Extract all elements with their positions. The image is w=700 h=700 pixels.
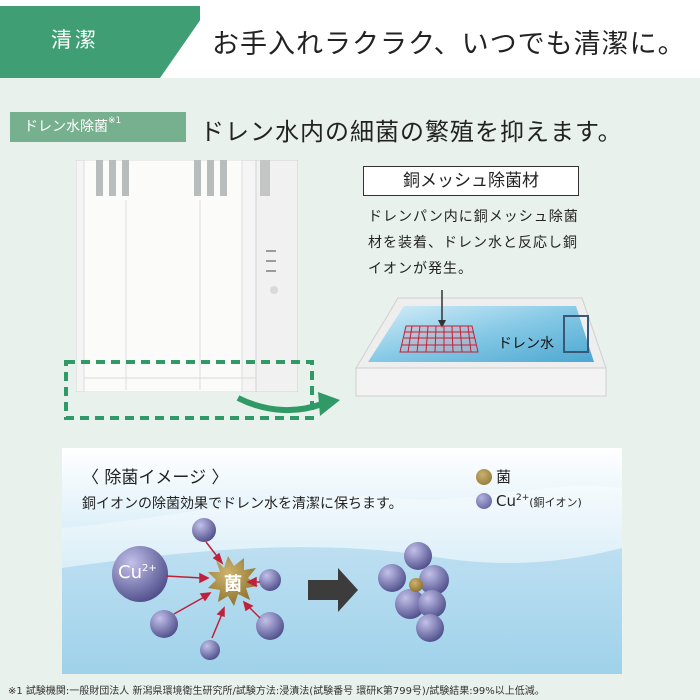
feature-badge-label: ドレン水除菌 (24, 119, 108, 135)
panel-title: 〈 除菌イメージ 〉 (82, 468, 229, 488)
copper-ion (259, 569, 281, 591)
air-conditioner-illustration (76, 160, 298, 392)
germ-cell (208, 556, 258, 606)
copper-ion-large (112, 546, 168, 602)
panel-description: 銅イオンの除菌効果でドレン水を清潔に保ちます。 (82, 496, 403, 512)
right-arrow-icon (308, 568, 358, 612)
legend-germ: 菌 (476, 466, 511, 487)
copper-mesh-description: ドレンパン内に銅メッシュ除菌 材を装着、ドレン水と反応し銅 イオンが発生。 (368, 204, 628, 282)
feature-badge: ドレン水除菌※1 (10, 112, 186, 142)
copper-ion (200, 640, 220, 660)
cu-big-label: Cu (118, 562, 142, 583)
copper-mesh-tray-illustration (355, 290, 607, 397)
mesh-desc-line: ドレンパン内に銅メッシュ除菌 (368, 209, 579, 225)
copper-mesh (399, 325, 479, 353)
header-tag (0, 6, 200, 78)
copper-ion (418, 590, 446, 618)
germ-cell-small (409, 578, 423, 592)
mesh-desc-line: イオンが発生。 (368, 261, 473, 277)
footnote: ※1 試験機関:一般財団法人 新潟県環境衛生研究所/試験方法:浸漬法(試験番号 … (8, 686, 545, 697)
curved-arrow-icon (236, 395, 324, 413)
feature-badge-note: ※1 (108, 116, 122, 126)
legend-germ-label: 菌 (496, 468, 512, 486)
legend-cu-label: Cu (496, 492, 516, 510)
page-title: お手入れラクラク、いつでも清潔に。 (212, 29, 686, 60)
copper-ion-large-label: Cu2+ (118, 562, 157, 583)
cu-big-sup: 2+ (141, 563, 157, 574)
copper-ion-icon (476, 493, 492, 509)
feature-title: ドレン水内の細菌の繁殖を抑えます。 (200, 118, 623, 146)
sterilization-image-panel: 〈 除菌イメージ 〉 銅イオンの除菌効果でドレン水を清潔に保ちます。 菌 Cu2… (62, 448, 622, 674)
legend-copper-ion: Cu2+(銅イオン) (476, 492, 582, 510)
mesh-desc-line: 材を装着、ドレン水と反応し銅 (368, 235, 578, 251)
legend-cu-sup: 2+ (515, 493, 530, 503)
germ-center-label: 菌 (224, 574, 242, 595)
copper-mesh-label-box: 銅メッシュ除菌材 (363, 166, 579, 196)
copper-ion (416, 614, 444, 642)
germ-icon (476, 469, 492, 485)
legend-cu-note: (銅イオン) (529, 496, 582, 509)
copper-ion (150, 610, 178, 638)
sterilization-diagram (112, 518, 449, 660)
drain-water-label: ドレン水 (498, 336, 554, 352)
copper-ion (256, 612, 284, 640)
copper-ion (378, 564, 406, 592)
copper-ion (419, 565, 449, 595)
copper-ion (395, 589, 425, 619)
copper-ion (404, 542, 432, 570)
copper-ion (192, 518, 216, 542)
header-tag-label: 清潔 (51, 28, 99, 52)
